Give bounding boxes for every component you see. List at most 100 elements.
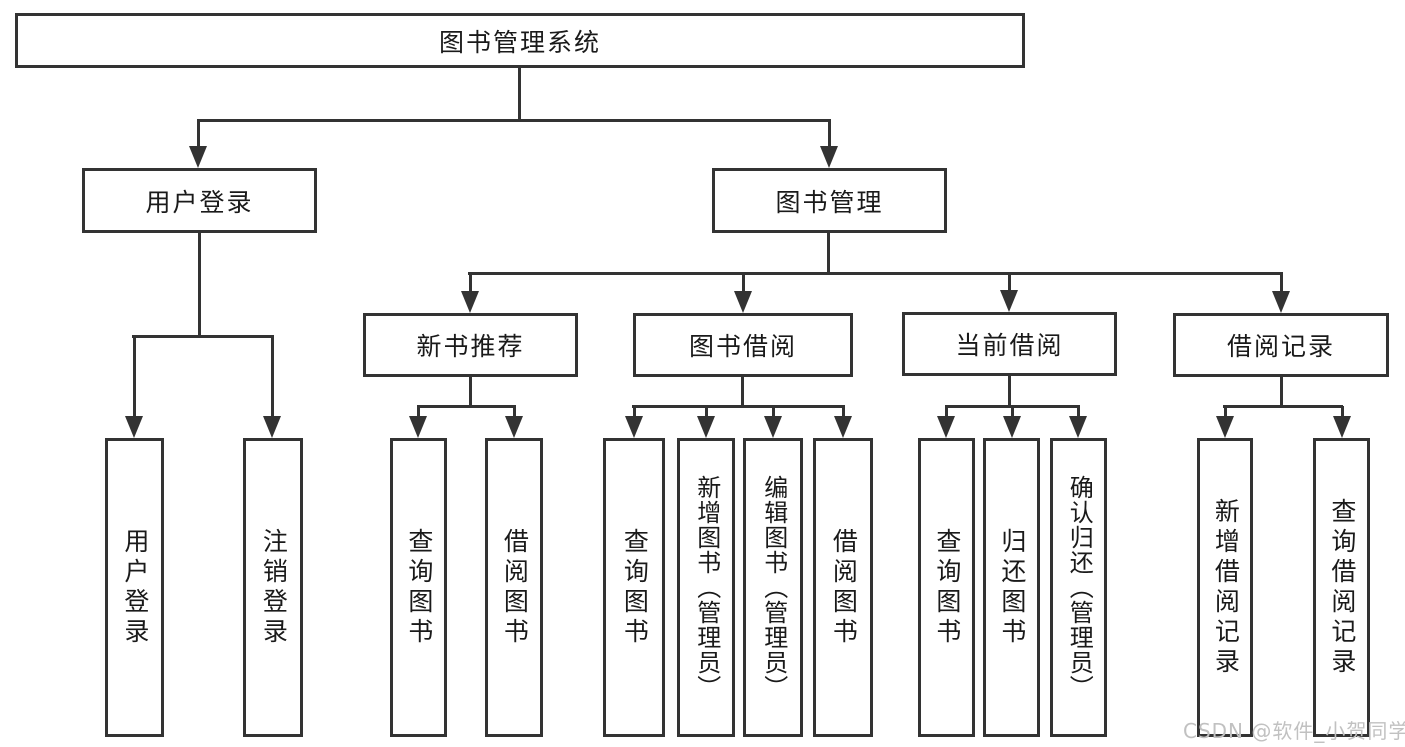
- arrow-stem: [1223, 406, 1227, 416]
- leaf-current-confirm-return-label: 确认归还（管理员）: [1065, 475, 1094, 700]
- leaf-borrow-borrow-books-label: 借阅图书: [829, 527, 859, 648]
- connector-recommend-rail: [417, 405, 516, 408]
- node-new-book-recommend: 新书推荐: [363, 313, 578, 377]
- leaf-borrow-query-books-label: 查询图书: [620, 527, 650, 648]
- arrow-stem: [1010, 406, 1014, 416]
- arrow-stem: [468, 273, 472, 291]
- arrow-head-icon: [1333, 416, 1351, 438]
- arrow-to-recommend-query: [409, 406, 427, 438]
- node-root: 图书管理系统: [15, 13, 1025, 68]
- leaf-recommend-query-books-label: 查询图书: [404, 527, 434, 648]
- arrow-to-current-query: [937, 406, 955, 438]
- leaf-borrow-add-books: 新增图书（管理员）: [677, 438, 735, 737]
- leaf-user-login-label: 用户登录: [120, 527, 150, 648]
- node-book-management-label: 图书管理: [775, 187, 884, 217]
- arrow-to-current-return: [1003, 406, 1021, 438]
- node-borrow-records: 借阅记录: [1173, 313, 1389, 377]
- arrow-head-icon: [189, 146, 207, 168]
- arrow-to-logout: [263, 336, 281, 438]
- arrow-to-records-query: [1333, 406, 1351, 438]
- arrow-stem: [512, 406, 516, 416]
- leaf-current-confirm-return: 确认归还（管理员）: [1050, 438, 1107, 737]
- leaf-current-return-books-label: 归还图书: [997, 527, 1027, 648]
- arrow-head-icon: [409, 416, 427, 438]
- connector-userlogin-rail: [132, 335, 274, 338]
- arrow-stem: [1076, 406, 1080, 416]
- arrow-head-icon: [1272, 291, 1290, 313]
- arrow-head-icon: [834, 416, 852, 438]
- leaf-records-add: 新增借阅记录: [1197, 438, 1253, 737]
- connector-userlogin-drop: [198, 233, 201, 338]
- node-borrow-records-label: 借阅记录: [1226, 332, 1335, 361]
- arrow-to-current-confirm: [1069, 406, 1087, 438]
- connector-bookmgmt-drop: [827, 233, 830, 275]
- connector-recommend-drop: [469, 377, 472, 408]
- arrow-to-current-borrow: [1000, 273, 1018, 312]
- node-book-management: 图书管理: [712, 168, 947, 233]
- connector-records-rail: [1223, 405, 1343, 408]
- leaf-current-return-books: 归还图书: [983, 438, 1040, 737]
- arrow-to-user-login-leaf: [125, 336, 143, 438]
- arrow-head-icon: [1069, 416, 1087, 438]
- leaf-records-query: 查询借阅记录: [1313, 438, 1370, 737]
- arrow-to-recommend-borrow: [505, 406, 523, 438]
- arrow-to-borrow-edit: [764, 406, 782, 438]
- connector-root-drop: [518, 68, 521, 122]
- connector-records-drop: [1280, 377, 1283, 408]
- arrow-to-new-book-recommend: [461, 273, 479, 313]
- arrow-to-records-add: [1216, 406, 1234, 438]
- arrow-head-icon: [1003, 416, 1021, 438]
- arrow-head-icon: [1216, 416, 1234, 438]
- arrow-stem: [632, 406, 636, 416]
- arrow-stem: [196, 120, 200, 146]
- arrow-stem: [1279, 273, 1283, 291]
- arrow-head-icon: [697, 416, 715, 438]
- leaf-user-login: 用户登录: [105, 438, 164, 737]
- node-current-borrow-label: 当前借阅: [955, 331, 1064, 360]
- arrow-head-icon: [764, 416, 782, 438]
- arrow-head-icon: [263, 416, 281, 438]
- arrow-head-icon: [461, 291, 479, 313]
- arrow-head-icon: [625, 416, 643, 438]
- arrow-head-icon: [820, 146, 838, 168]
- arrow-stem: [416, 406, 420, 416]
- connector-bookmgmt-rail: [468, 272, 1283, 275]
- arrow-to-user-login: [189, 120, 207, 168]
- leaf-recommend-borrow-books: 借阅图书: [485, 438, 543, 737]
- arrow-stem: [1007, 273, 1011, 290]
- arrow-stem: [1340, 406, 1344, 416]
- connector-current-drop: [1008, 376, 1011, 408]
- arrow-stem: [841, 406, 845, 416]
- arrow-stem: [827, 120, 831, 146]
- leaf-borrow-query-books: 查询图书: [603, 438, 665, 737]
- arrow-to-borrow-borrow: [834, 406, 852, 438]
- arrow-head-icon: [1000, 290, 1018, 312]
- arrow-to-borrow-records: [1272, 273, 1290, 313]
- arrow-to-book-borrow: [734, 273, 752, 313]
- node-user-login: 用户登录: [82, 168, 317, 233]
- leaf-records-add-label: 新增借阅记录: [1211, 497, 1241, 678]
- connector-borrow-rail: [632, 405, 845, 408]
- arrow-stem: [704, 406, 708, 416]
- connector-level1-rail: [197, 119, 831, 122]
- leaf-logout-label: 注销登录: [259, 527, 289, 648]
- arrow-stem: [741, 273, 745, 291]
- arrow-head-icon: [125, 416, 143, 438]
- node-root-label: 图书管理系统: [438, 27, 601, 57]
- connector-borrow-drop: [741, 377, 744, 408]
- leaf-borrow-borrow-books: 借阅图书: [813, 438, 873, 737]
- arrow-head-icon: [937, 416, 955, 438]
- leaf-borrow-edit-books-label: 编辑图书（管理员）: [759, 475, 788, 700]
- leaf-recommend-borrow-books-label: 借阅图书: [500, 527, 530, 648]
- arrow-stem: [944, 406, 948, 416]
- arrow-to-borrow-add: [697, 406, 715, 438]
- leaf-current-query-books: 查询图书: [918, 438, 975, 737]
- arrow-stem: [771, 406, 775, 416]
- leaf-borrow-add-books-label: 新增图书（管理员）: [692, 475, 721, 700]
- leaf-recommend-query-books: 查询图书: [390, 438, 447, 737]
- arrow-stem: [132, 336, 136, 416]
- node-current-borrow: 当前借阅: [902, 312, 1117, 376]
- arrow-to-borrow-query: [625, 406, 643, 438]
- arrow-head-icon: [734, 291, 752, 313]
